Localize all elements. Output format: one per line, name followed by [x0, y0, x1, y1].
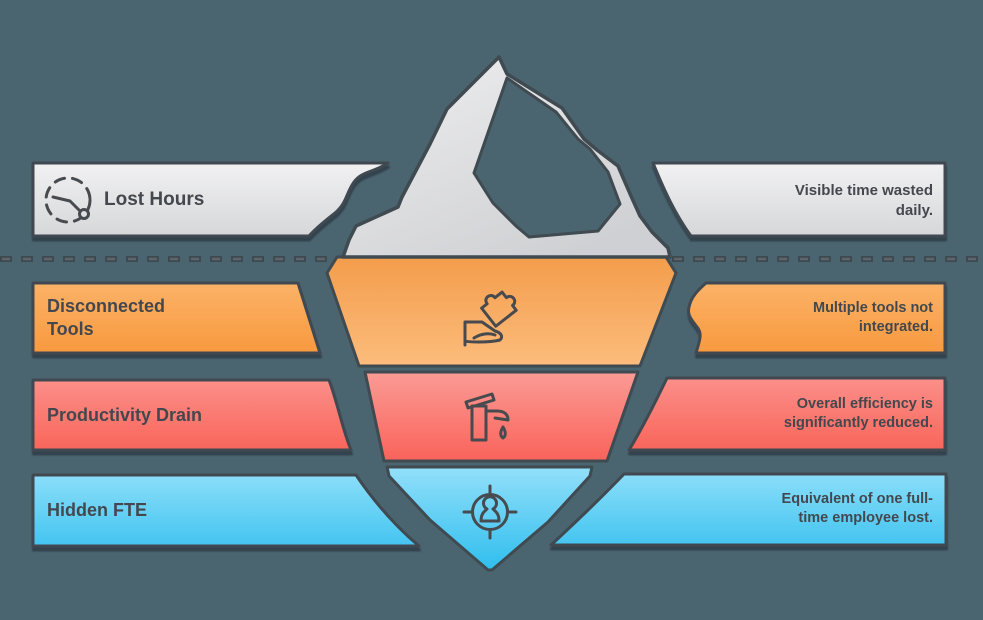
band-disconnected-tools-left: [31, 281, 322, 355]
iceberg-tip-shadow-face: [472, 76, 622, 239]
band-disconnected-tools-right: [687, 281, 947, 355]
band-productivity-drain-left: [31, 378, 353, 452]
band-hidden-fte-right: [549, 472, 948, 547]
iceberg-layer-hidden-fte: [385, 465, 594, 572]
iceberg-layer-productivity-drain: [363, 370, 640, 463]
person-target-icon: [462, 484, 518, 540]
productivity-drain-label: Productivity Drain: [47, 405, 203, 425]
dashed-clock-icon: [44, 176, 92, 224]
iceberg-tip: [341, 55, 672, 259]
hidden-fte-label: Hidden FTE: [47, 500, 147, 520]
productivity-drain-description: Overall efficiency is significantly redu…: [783, 396, 933, 431]
iceberg-layer-disconnected-tools: [325, 255, 678, 368]
hand-puzzle-icon: [463, 290, 518, 347]
disconnected-tools-description: Multiple tools not integrated.: [812, 300, 933, 335]
disconnected-tools-label: Disconnected Tools: [47, 296, 166, 340]
band-productivity-drain-right: [627, 376, 947, 452]
band-lost-hours-left: [31, 161, 390, 238]
lost-hours-label: Lost Hours: [104, 189, 205, 210]
hidden-fte-description: Equivalent of one full-time employee los…: [781, 491, 933, 526]
lost-hours-description: Visible time wasted daily.: [794, 182, 933, 219]
faucet-drip-icon: [464, 392, 510, 442]
band-lost-hours-right: [651, 161, 947, 238]
band-hidden-fte-left: [31, 473, 421, 548]
